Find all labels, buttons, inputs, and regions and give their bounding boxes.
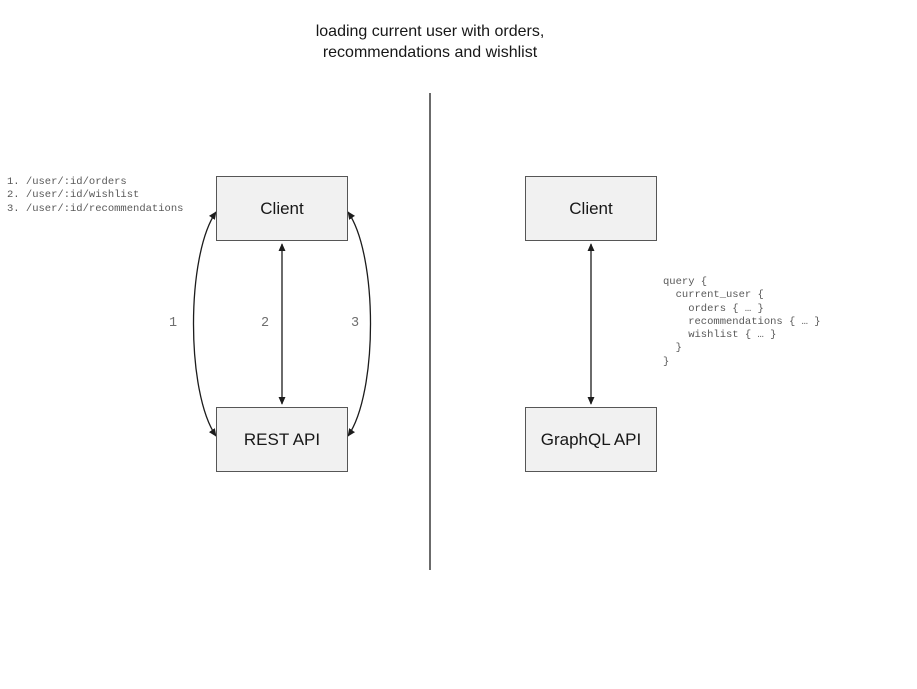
graphql-query-line: orders { … }: [663, 302, 764, 315]
graphql-query-line: current_user {: [663, 289, 764, 302]
rest-arrow-1-curve: [192, 211, 217, 437]
arrow-label-2: 2: [260, 316, 270, 331]
graphql-query-line: }: [663, 355, 670, 368]
graphql-query-line: wishlist { … }: [663, 329, 777, 342]
divider-line: [429, 93, 431, 570]
rest-endpoint-item: 3. /user/:id/recommendations: [7, 202, 184, 215]
graphql-api-node-label: GraphQL API: [540, 429, 642, 449]
rest-api-node-label: REST API: [243, 429, 321, 449]
graphql-query-line: }: [663, 342, 682, 355]
graphql-query-line: query {: [663, 276, 708, 288]
rest-api-node: REST API: [216, 407, 348, 472]
graphql-api-node: GraphQL API: [525, 407, 657, 472]
rest-client-node: Client: [216, 176, 348, 241]
rest-endpoint-list: 1. /user/:id/orders 2. /user/:id/wishlis…: [7, 176, 183, 216]
arrow-label-1: 1: [168, 316, 178, 331]
rest-endpoint-item: 2. /user/:id/wishlist: [7, 189, 140, 202]
graphql-query-code: query { current_user { orders { … } reco…: [663, 276, 821, 369]
diagram-title: loading current user with orders, recomm…: [315, 23, 545, 61]
graphql-client-node: Client: [525, 176, 657, 241]
graphql-client-node-label: Client: [569, 198, 613, 218]
rest-endpoint-item: 1. /user/:id/orders: [7, 176, 127, 188]
arrow-label-3: 3: [350, 316, 360, 331]
graphql-query-line: recommendations { … }: [663, 315, 821, 328]
rest-client-node-label: Client: [260, 198, 304, 218]
